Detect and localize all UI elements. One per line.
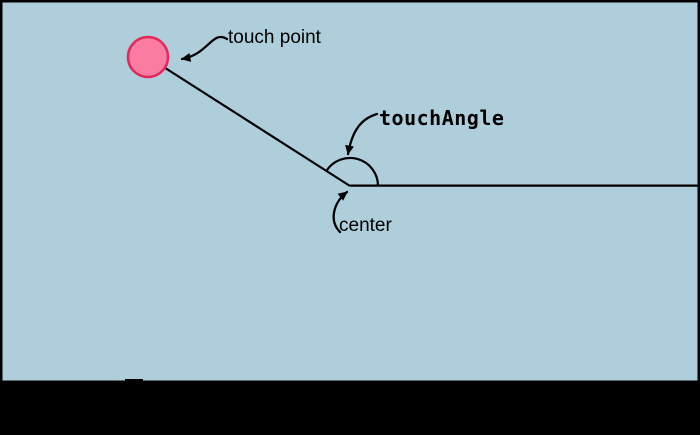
- bottom-border-notch: [125, 379, 143, 384]
- touch-point-circle: [126, 35, 170, 79]
- radius-line: [147, 56, 351, 187]
- center-leader-arrow: [332, 190, 349, 234]
- diagram-canvas: [0, 0, 700, 383]
- touch-angle-label: touchAngle: [379, 106, 505, 130]
- touch-point-label: touch point: [228, 27, 321, 48]
- bottom-black-bar: [0, 382, 700, 435]
- center-label: center: [339, 215, 392, 236]
- angle-arc: [325, 156, 380, 187]
- touch-angle-leader-arrow: [345, 112, 379, 156]
- touch-point-leader-arrow: [180, 36, 229, 62]
